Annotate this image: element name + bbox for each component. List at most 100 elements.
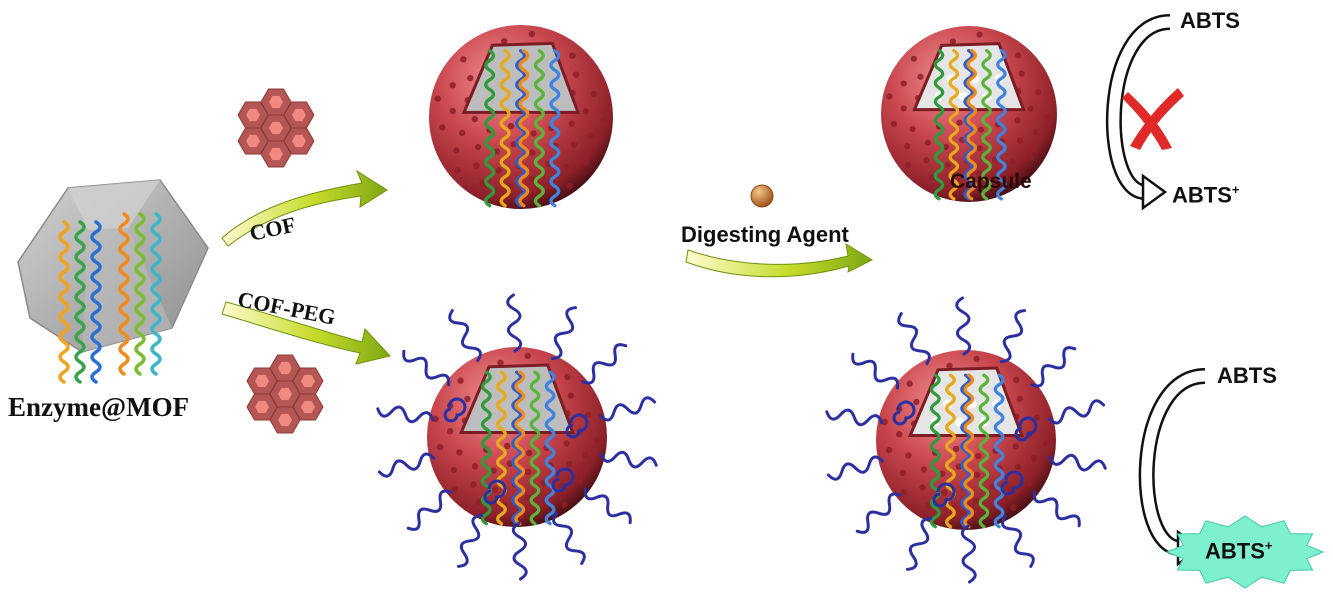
protein-helix — [134, 212, 146, 376]
capsule-pore — [909, 126, 916, 133]
abts-plus-label-bottom: ABTS+ — [1205, 538, 1272, 564]
capsule-pore — [434, 95, 441, 102]
capsule-pore — [1033, 414, 1041, 421]
protein-helix — [933, 49, 945, 201]
capsule-pore — [563, 163, 570, 171]
abts-label-bottom: ABTS — [1217, 363, 1277, 388]
cof-pore — [269, 147, 283, 161]
protein-helix — [90, 220, 102, 384]
peg-chain — [448, 309, 482, 362]
capsule-pore — [566, 183, 573, 190]
capsule-pore — [460, 56, 467, 63]
peg-chain — [376, 405, 435, 424]
cof-pore — [255, 400, 269, 414]
capsule-pore — [600, 117, 607, 124]
mof-facet — [82, 228, 172, 352]
capsule-pore — [1014, 117, 1021, 124]
capsule-pore — [493, 148, 501, 155]
capsule-pore — [528, 175, 536, 183]
peg-chain — [826, 455, 885, 481]
reaction-arrow-body — [1108, 16, 1171, 198]
protein-helix — [499, 49, 511, 208]
cof-pore — [269, 95, 283, 109]
capsule-pore — [900, 105, 907, 112]
peg-chain — [550, 306, 577, 361]
capsule-pore — [941, 489, 948, 496]
protein-helix — [511, 370, 523, 526]
capsule-pore — [581, 452, 589, 459]
capsule-pore — [975, 452, 982, 460]
peg-coil — [1014, 416, 1038, 442]
capsule-pore — [568, 120, 575, 127]
capsule-pore — [526, 449, 533, 457]
capsule-pore — [524, 352, 531, 359]
cof-hexagon-icon — [246, 354, 324, 434]
peg-chain — [960, 524, 977, 584]
capsule-pore — [507, 122, 515, 130]
protein-helix — [960, 373, 972, 529]
capsule-pore — [1012, 177, 1019, 184]
protein-icon — [963, 373, 1005, 529]
capsule-icon — [876, 350, 1056, 530]
protein-helix — [544, 370, 556, 526]
capsule-pore — [564, 373, 571, 381]
abts-plus-sup: + — [1231, 182, 1240, 197]
protein-helix — [549, 49, 561, 208]
capsule-pore — [504, 442, 511, 450]
capsule-pore — [1032, 128, 1039, 135]
peg-chain — [598, 396, 657, 422]
capsule-pore — [524, 494, 531, 501]
peg-chain — [599, 450, 658, 469]
capsule-pore — [917, 73, 924, 80]
capsule-pore — [594, 437, 601, 444]
capsule-pore — [471, 115, 478, 123]
capsule-pore — [1014, 463, 1022, 471]
capsule-pore — [563, 440, 570, 447]
capsule-pore — [454, 167, 461, 174]
capsule-pore — [944, 162, 951, 169]
protein-icon — [514, 370, 556, 526]
peg-chain — [457, 513, 484, 568]
capsule-pore — [501, 37, 508, 45]
peg-coil — [443, 397, 467, 423]
cof-pore — [246, 134, 260, 148]
cof-pore — [278, 361, 292, 375]
capsule-pore — [1044, 114, 1051, 121]
capsule-pore — [956, 119, 963, 126]
capsule-pore — [449, 82, 456, 89]
capsule-pore — [471, 463, 479, 470]
cross-stroke — [1130, 88, 1184, 150]
capsule-pore — [473, 162, 480, 169]
capsule-pore — [470, 481, 477, 488]
capsule-pore — [977, 126, 985, 133]
peg-chain — [906, 516, 933, 571]
protein-icon — [58, 220, 102, 384]
capsule-icon — [881, 26, 1057, 202]
mof-facet — [68, 180, 160, 230]
capsule-pore — [949, 38, 957, 45]
capsule-pore — [582, 158, 589, 166]
cof-pore — [292, 134, 306, 148]
peg-chain — [999, 309, 1026, 364]
capsule-pore — [919, 484, 926, 491]
capsule-pore — [490, 467, 497, 474]
capsule-pore — [451, 486, 458, 493]
peg-chain — [1032, 490, 1081, 528]
cof-pore — [278, 387, 292, 401]
peg-chain — [406, 489, 453, 531]
capsule-pore — [582, 108, 589, 115]
protein-helix — [993, 373, 1005, 529]
capsule-pore — [906, 380, 913, 387]
digesting-agent-icon — [750, 184, 774, 208]
protein-helix — [484, 49, 496, 208]
capsule-pore — [529, 149, 536, 156]
mof-crystal-icon — [17, 179, 209, 384]
peg-coil — [551, 467, 575, 493]
capsule-pore — [569, 52, 576, 59]
capsule-pore — [1025, 480, 1033, 488]
protein-icon — [933, 49, 974, 201]
capsule-pore — [1043, 440, 1050, 447]
capsule-pore — [1016, 395, 1024, 402]
peg-chain — [1001, 515, 1035, 568]
peg-chain — [1048, 453, 1107, 472]
